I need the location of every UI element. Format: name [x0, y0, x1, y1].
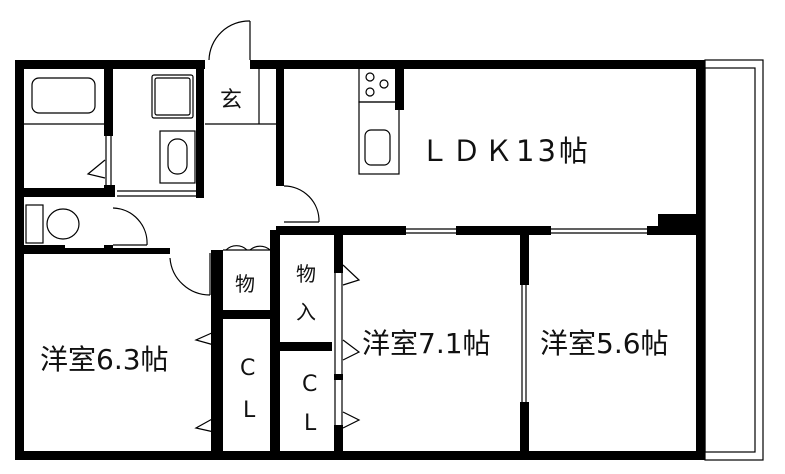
- room-west-label: 洋室6.3帖: [40, 343, 169, 376]
- ldk-label: ＬＤＫ13帖: [420, 134, 591, 168]
- storage-small-label: 物: [235, 272, 255, 296]
- room-east-label: 洋室5.6帖: [540, 327, 669, 360]
- fixtures: [17, 20, 764, 461]
- stove-icon: [358, 66, 397, 103]
- washbasin-icon: [151, 74, 194, 119]
- walls: [15, 60, 705, 460]
- washing-machine-icon: [159, 130, 196, 184]
- room-middle-label: 洋室7.1帖: [362, 327, 491, 360]
- closet-2-l-label: L: [304, 411, 317, 436]
- genkan-label: 玄: [220, 88, 243, 113]
- toilet-icon: [25, 204, 44, 244]
- closet-2-c-label: C: [302, 372, 318, 397]
- storage-iri-label: 入: [296, 300, 316, 324]
- closet-1-l-label: L: [243, 398, 256, 423]
- closet-1-c-label: C: [240, 356, 256, 381]
- storage-mono-label: 物: [296, 262, 316, 286]
- bathtub-icon: [31, 77, 96, 114]
- sink-icon: [358, 101, 400, 175]
